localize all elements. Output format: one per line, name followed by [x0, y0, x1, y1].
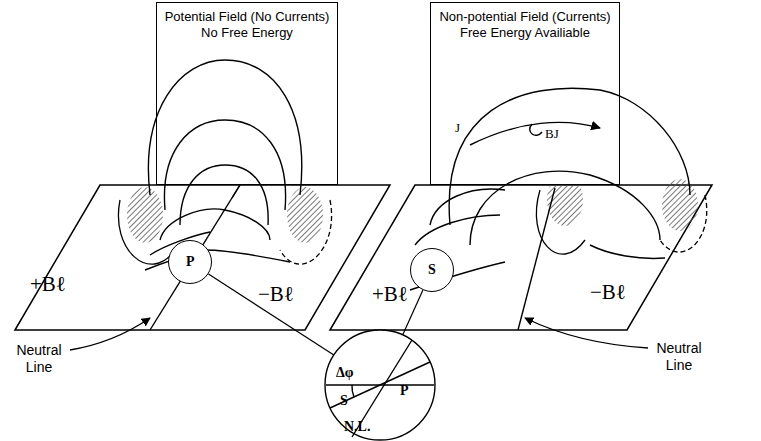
current-label: J — [455, 120, 460, 136]
zoom-circle: ΔφP S N.L. — [325, 330, 435, 440]
panel-box: Non-potential Field (Currents)Free Energ… — [430, 2, 619, 185]
node-text: P — [186, 254, 195, 270]
node-text: S — [428, 262, 436, 278]
polarity-label: −Bℓ — [590, 280, 626, 305]
node-text: N.L. — [344, 419, 370, 435]
panel-box: Potential Field (No Currents)No Free Ene… — [156, 2, 339, 185]
node-text: Non-potential Field (Currents) — [437, 9, 612, 25]
polarity-label: +Bℓ — [372, 282, 408, 307]
node-text: No Free Energy — [199, 25, 295, 41]
node-text: S — [340, 393, 348, 409]
node-text: Potential Field (No Currents) — [163, 9, 332, 25]
node-text: Free Energy Availiable — [458, 25, 592, 41]
zoom-circle: S — [410, 248, 454, 292]
neutral-line-label: Neutral Line — [10, 342, 68, 376]
polarity-label: +Bℓ — [30, 272, 66, 297]
zoom-leader — [208, 274, 333, 355]
polarity-label: −Bℓ — [258, 282, 294, 307]
zoom-circle: P — [168, 240, 212, 284]
current-label: BJ — [545, 126, 559, 142]
node-text: Δφ — [336, 365, 354, 381]
neutral-line-label: Neutral Line — [650, 340, 708, 374]
node-text: P — [400, 383, 409, 399]
